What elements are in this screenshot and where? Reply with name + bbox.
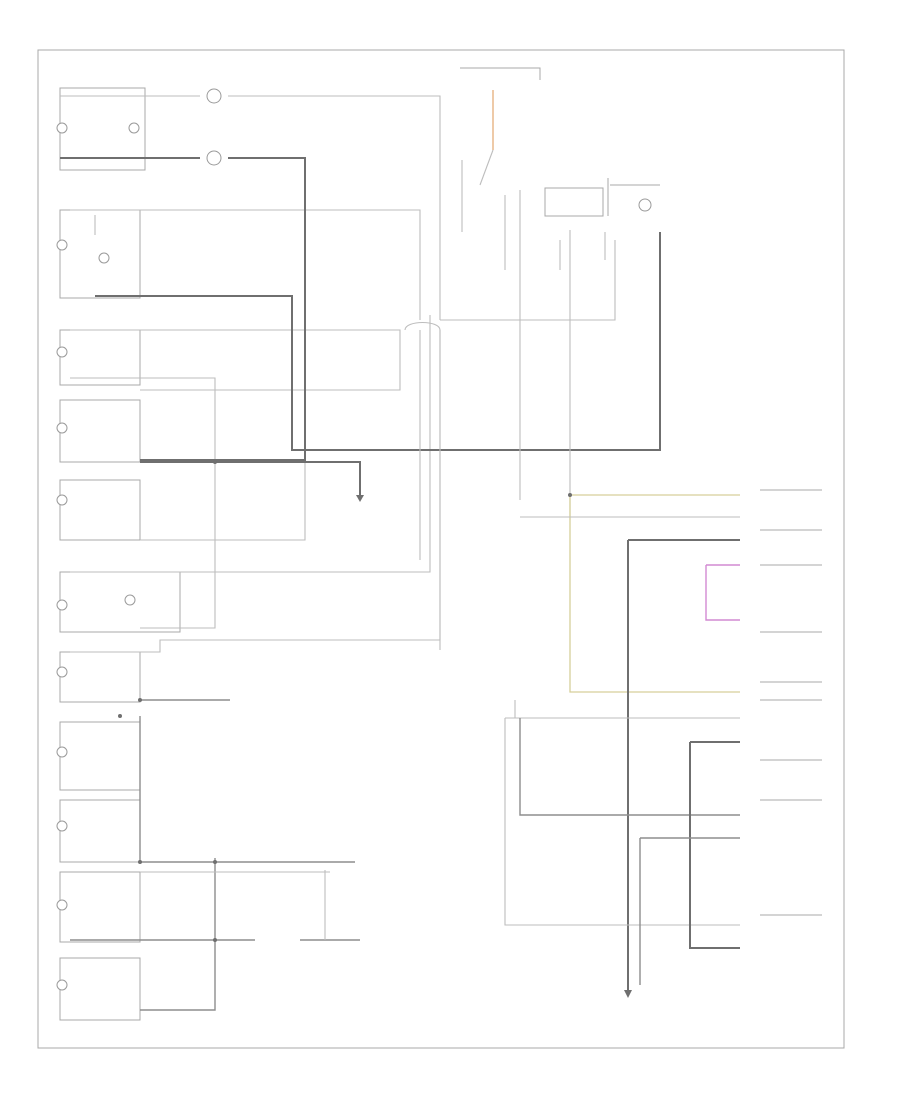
left-component-stack (56, 87, 181, 1021)
cargo-light-box (59, 479, 141, 541)
ignition-key-light-box (59, 329, 141, 386)
left-light-wires (60, 88, 441, 1011)
left-rear-door-switch-box (59, 799, 141, 863)
left-front-door-switch-box (59, 721, 141, 791)
right-front-door-switch-box (59, 871, 141, 943)
vanity-light-box (59, 209, 141, 299)
diagram-frame (37, 49, 845, 1049)
switch-symbols (56, 122, 140, 991)
right-rear-door-switch-box (59, 957, 141, 1021)
sunshade-switch-box (59, 651, 141, 703)
key-reminder-module (544, 187, 604, 217)
courtesy-light-box (59, 571, 181, 633)
right-connector-group (504, 489, 822, 998)
ignition-switch-area (460, 67, 661, 520)
center-splice (404, 240, 616, 650)
glove-box-light-box (59, 399, 141, 463)
